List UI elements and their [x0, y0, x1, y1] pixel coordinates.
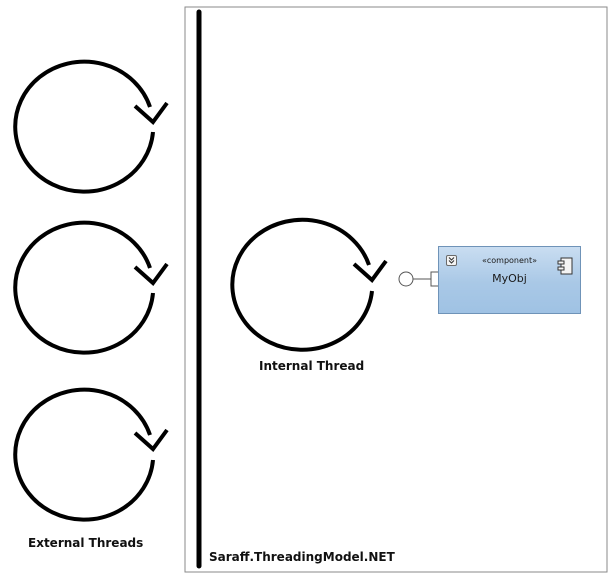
boundary-label: Saraff.ThreadingModel.NET — [209, 550, 395, 564]
thread-arrowhead — [352, 259, 388, 283]
provided-interface-icon[interactable] — [398, 271, 414, 287]
component-myobj[interactable]: «component» MyObj — [438, 246, 581, 314]
external-threads-label: External Threads — [28, 536, 144, 550]
component-name[interactable]: MyObj — [492, 272, 527, 285]
thread-arrowhead — [133, 428, 169, 452]
external-thread-1 — [13, 59, 169, 194]
thread-loop-icon — [13, 387, 155, 522]
thread-arrowhead — [133, 262, 169, 286]
thread-loop-icon — [230, 217, 374, 352]
component-stereotype: «component» — [481, 256, 538, 265]
internal-thread-label: Internal Thread — [259, 359, 365, 373]
component-icon — [557, 257, 573, 275]
thread-arrowhead — [133, 101, 169, 125]
thread-loop-icon — [13, 220, 155, 355]
external-thread-3 — [13, 387, 169, 522]
collapse-chevron-icon[interactable] — [446, 255, 457, 266]
external-thread-2 — [13, 220, 169, 355]
internal-thread — [230, 217, 388, 352]
thread-loop-icon — [13, 59, 155, 194]
